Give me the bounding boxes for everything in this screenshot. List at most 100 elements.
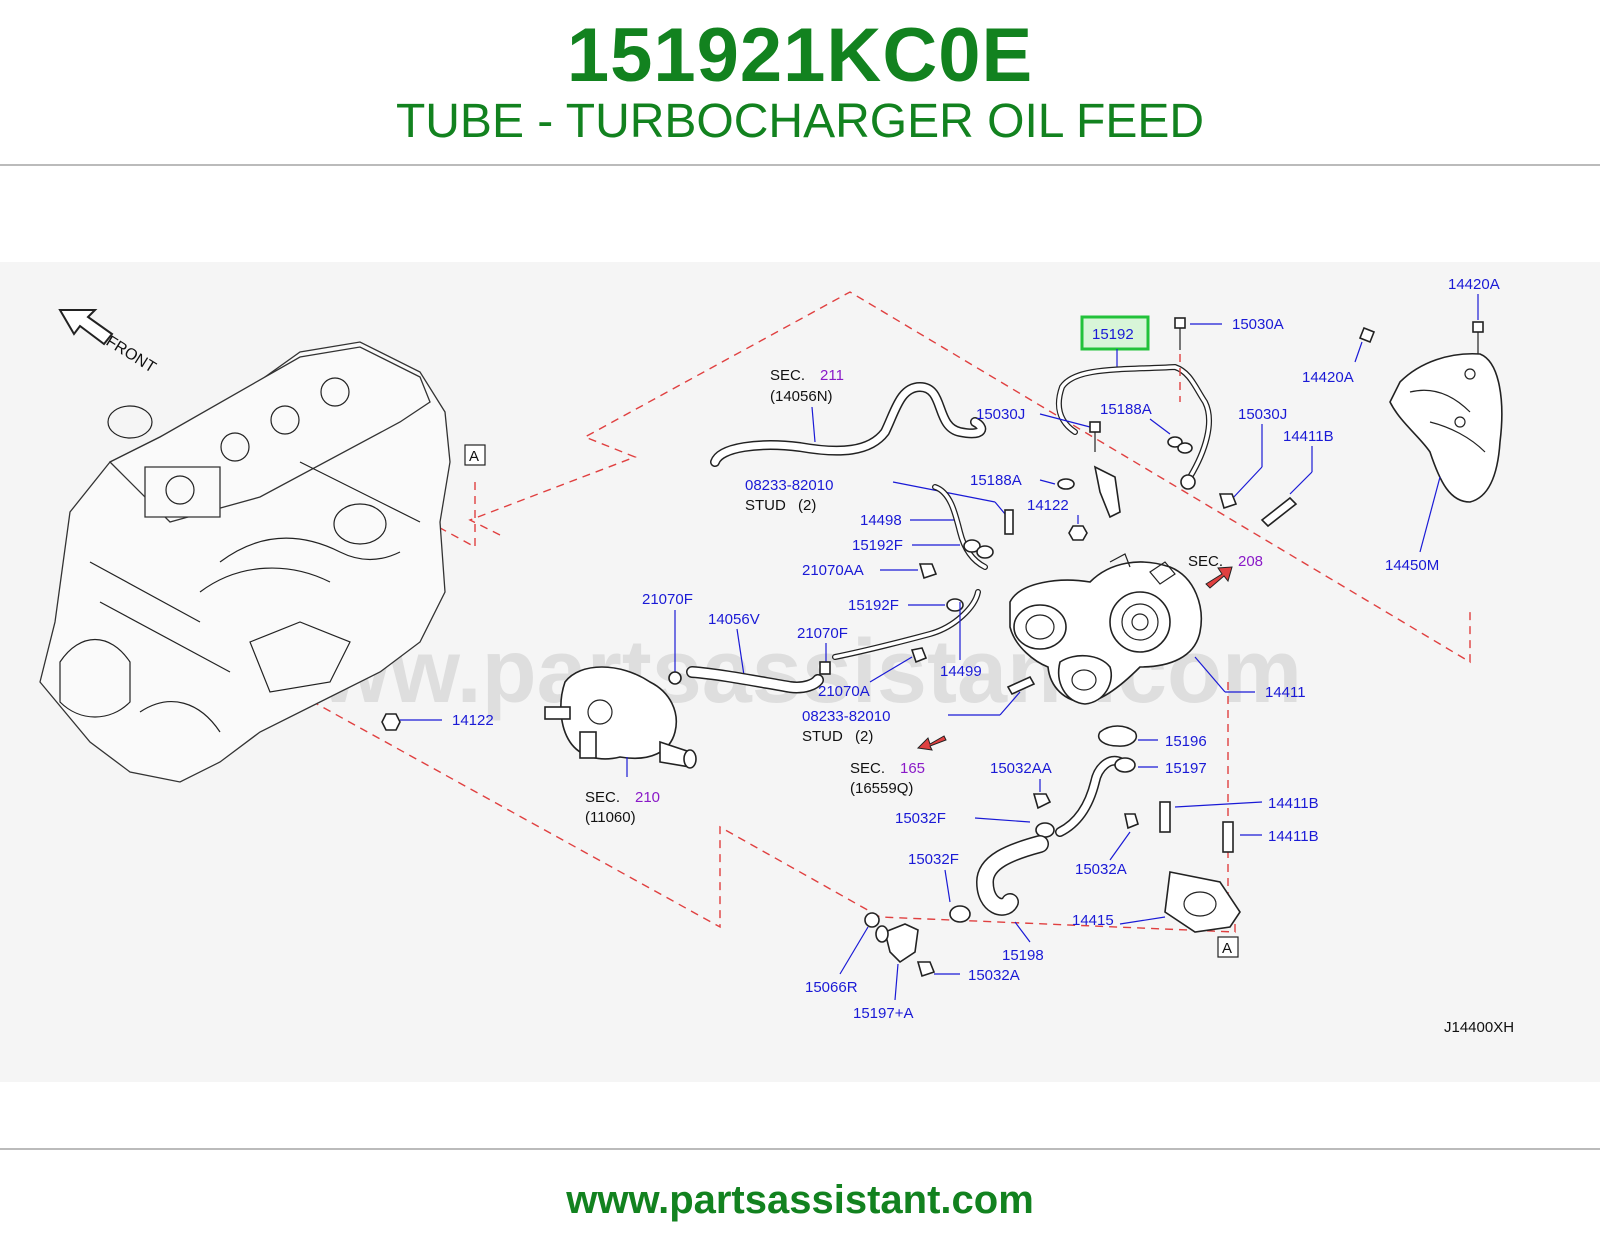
callout-15192f-upper[interactable]: 15192F (852, 537, 903, 554)
header-divider (0, 164, 1600, 166)
section-label: SEC. (850, 760, 885, 777)
section-number-210[interactable]: 210 (635, 789, 660, 806)
callout-15030j-right[interactable]: 15030J (1238, 406, 1287, 423)
callout-14498[interactable]: 14498 (860, 512, 902, 529)
stud-14411b-top (1260, 496, 1298, 528)
section-number-208[interactable]: 208 (1238, 553, 1263, 570)
callout-15192f-lower[interactable]: 15192F (848, 597, 899, 614)
front-arrow-icon (58, 309, 114, 346)
arrow-icon (916, 735, 947, 751)
tube-flange (1093, 465, 1121, 519)
callout-stud-part-2[interactable]: 08233-82010 (802, 708, 890, 725)
callout-stud-part[interactable]: 08233-82010 (745, 477, 833, 494)
clamp-15032f-upper (1035, 822, 1055, 838)
section-ref: (14056N) (770, 388, 833, 405)
ref-marker-a-right (1217, 936, 1239, 958)
stud-qty: (2) (798, 497, 816, 514)
dashed-ref-a-left (419, 482, 476, 549)
engine-assembly-drawing (39, 341, 451, 783)
callout-15197a[interactable]: 15197+A (853, 1005, 913, 1022)
callout-15030j-left[interactable]: 15030J (976, 406, 1025, 423)
callout-15197[interactable]: 15197 (1165, 760, 1207, 777)
callout-14122-left[interactable]: 14122 (452, 712, 494, 729)
diagram-code: J14400XH (1444, 1019, 1514, 1036)
arrow-icon (1205, 566, 1233, 589)
callout-14411b-top[interactable]: 14411B (1283, 428, 1334, 445)
callout-15188a-mid[interactable]: 15188A (970, 472, 1022, 489)
callout-14411[interactable]: 14411 (1265, 684, 1306, 701)
bolt-15032a-mid (1124, 813, 1139, 830)
clip-15192f-upper (963, 539, 981, 553)
parts-diagram: www.partsassistant.com FRONT A 14122 SEC… (0, 262, 1600, 1082)
callout-14411b-mid[interactable]: 14411B (1268, 795, 1319, 812)
plug-21070aa (918, 563, 938, 580)
section-number-211[interactable]: 211 (820, 367, 844, 384)
callout-14411b-low[interactable]: 14411B (1268, 828, 1319, 845)
part-name-subtitle: TUBE - TURBOCHARGER OIL FEED (395, 95, 1205, 148)
bolt-15030j-right (1218, 493, 1238, 510)
callout-15032f-upper[interactable]: 15032F (895, 810, 946, 827)
stud-desc: STUD (745, 497, 786, 514)
stud-14411b-mid (1159, 801, 1171, 833)
footer-divider (0, 1148, 1600, 1150)
callout-15196[interactable]: 15196 (1165, 733, 1207, 750)
callout-15188a-top[interactable]: 15188A (1100, 401, 1152, 418)
banjo-fitting (1180, 474, 1196, 490)
callout-15032a-low[interactable]: 15032A (968, 967, 1020, 984)
clamp-15032f-lower (949, 905, 971, 923)
plug-21070a (910, 647, 928, 664)
callout-15192[interactable]: 15192 (1092, 326, 1134, 343)
callout-21070f-left[interactable]: 21070F (642, 591, 693, 608)
oil-feed-tube-15192 (1055, 363, 1213, 480)
section-ref: (11060) (585, 809, 636, 826)
callout-14450m[interactable]: 14450M (1385, 557, 1439, 574)
gasket-15196 (1098, 725, 1137, 747)
diagram-canvas: www.partsassistant.com FRONT A 14122 SEC… (39, 276, 1514, 1036)
callout-15066r[interactable]: 15066R (805, 979, 858, 996)
bolt-15032aa (1032, 793, 1052, 810)
bolt-14420a-top (1472, 321, 1484, 333)
washer-15188a (1167, 436, 1183, 448)
callout-14415[interactable]: 14415 (1072, 912, 1114, 929)
bolt-14420a-side (1358, 326, 1376, 344)
callout-21070a[interactable]: 21070A (818, 683, 870, 700)
callout-14122-mid[interactable]: 14122 (1027, 497, 1069, 514)
callout-21070aa[interactable]: 21070AA (802, 562, 864, 579)
section-label: SEC. (585, 789, 620, 806)
oring-15066r (864, 912, 880, 928)
callout-15032aa[interactable]: 15032AA (990, 760, 1052, 777)
bolt-15032a-low (916, 961, 936, 978)
highlight-box-15192[interactable] (1080, 315, 1150, 351)
ref-marker-a-right-label: A (1222, 940, 1232, 957)
callout-15032f-lower[interactable]: 15032F (908, 851, 959, 868)
stud-14411b-low (1222, 821, 1234, 853)
gasket-14415 (1164, 871, 1241, 933)
section-number-165[interactable]: 165 (900, 760, 925, 777)
oring-21070f (668, 671, 682, 685)
bolt-15030a (1174, 317, 1186, 329)
front-label: FRONT (103, 333, 159, 377)
thermostat-housing (544, 666, 697, 769)
footer-url[interactable]: www.partsassistant.com (566, 1178, 1034, 1222)
callout-15030a[interactable]: 15030A (1232, 316, 1284, 333)
ref-marker-a-left (464, 444, 486, 466)
callout-21070f-right[interactable]: 21070F (797, 625, 848, 642)
plug-21070f (819, 661, 831, 675)
water-fitting-15197a (884, 923, 919, 964)
stud-qty-2: (2) (855, 728, 873, 745)
callout-15032a-mid[interactable]: 15032A (1075, 861, 1127, 878)
turbocharger-assembly (1009, 553, 1202, 705)
callout-15198[interactable]: 15198 (1002, 947, 1044, 964)
part-number-title: 151921KC0E (566, 13, 1034, 98)
callout-14420a-side[interactable]: 14420A (1302, 369, 1354, 386)
callout-14499[interactable]: 14499 (940, 663, 982, 680)
dashed-frame-upper (468, 291, 1471, 664)
section-ref: (16559Q) (850, 780, 913, 797)
callout-14420a-top[interactable]: 14420A (1448, 276, 1500, 293)
heat-shield-14450m (1389, 352, 1503, 503)
nut-14122-mid (1068, 525, 1088, 541)
page-header: 151921KC0E TUBE - TURBOCHARGER OIL FEED (0, 0, 1600, 170)
callout-14056v[interactable]: 14056V (708, 611, 760, 628)
stud-desc-2: STUD (802, 728, 843, 745)
stud-icon (1004, 509, 1014, 535)
